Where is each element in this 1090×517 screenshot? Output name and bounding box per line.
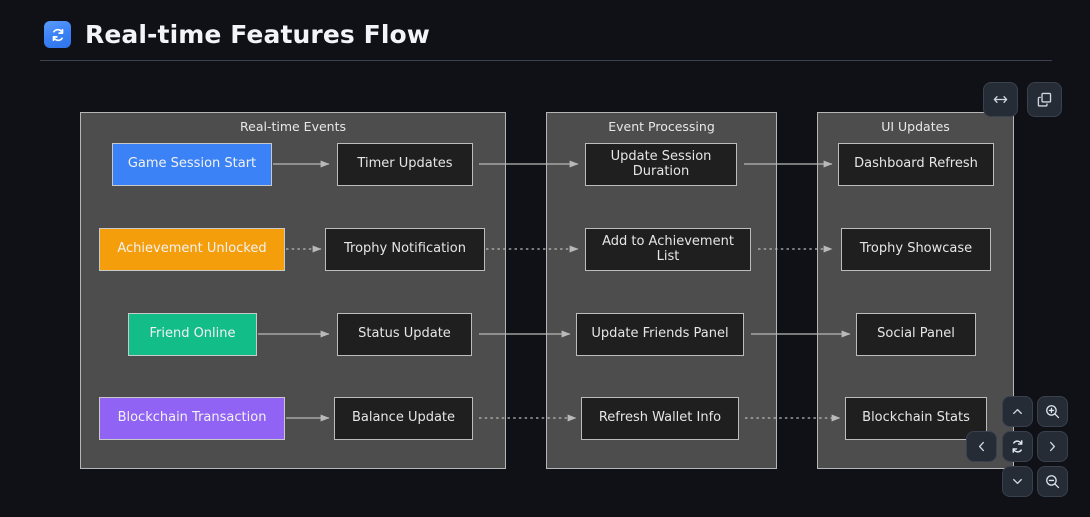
refresh-icon — [1012, 440, 1023, 453]
cluster-title: Event Processing — [608, 119, 715, 134]
zoom-in-button[interactable] — [1037, 396, 1068, 427]
node-label: Balance Update — [351, 410, 456, 426]
node-balance-update[interactable]: Balance Update — [334, 397, 473, 440]
node-game-session-start[interactable]: Game Session Start — [112, 143, 272, 186]
node-label: Trophy Notification — [344, 241, 466, 257]
magnifier-minus-icon — [1046, 475, 1060, 489]
node-achievement-unlocked[interactable]: Achievement Unlocked — [99, 228, 285, 271]
node-label: Update Session Duration — [610, 148, 712, 179]
node-label: Status Update — [358, 326, 451, 342]
node-dashboard-refresh[interactable]: Dashboard Refresh — [838, 143, 994, 186]
node-label: Social Panel — [877, 326, 955, 342]
page-title: Real-time Features Flow — [85, 20, 430, 49]
node-social-panel[interactable]: Social Panel — [856, 313, 976, 356]
node-friend-online[interactable]: Friend Online — [128, 313, 257, 356]
node-label: Trophy Showcase — [859, 241, 973, 257]
node-label: Timer Updates — [357, 156, 453, 172]
node-refresh-wallet-info[interactable]: Refresh Wallet Info — [581, 397, 739, 440]
node-label: Blockchain Transaction — [117, 410, 267, 426]
copy-button[interactable] — [1027, 82, 1062, 117]
pan-left-button[interactable] — [966, 431, 997, 462]
copy-icon — [1037, 92, 1052, 107]
node-label: Game Session Start — [127, 156, 257, 172]
flowchart: Real-time Events Event Processing UI Upd… — [0, 64, 1090, 517]
diagram-canvas[interactable]: Real-time Events Event Processing UI Upd… — [0, 64, 1090, 517]
pan-down-button[interactable] — [1002, 466, 1033, 497]
node-label: Update Friends Panel — [591, 326, 729, 342]
diagram-navigation-pad — [964, 396, 1072, 506]
node-update-friends-panel[interactable]: Update Friends Panel — [576, 313, 744, 356]
magnifier-plus-icon — [1046, 405, 1060, 419]
sync-refresh-icon — [44, 21, 71, 48]
node-trophy-notification[interactable]: Trophy Notification — [325, 228, 485, 271]
node-blockchain-stats[interactable]: Blockchain Stats — [845, 397, 987, 440]
chevron-right-icon — [1049, 441, 1056, 452]
node-label: Blockchain Stats — [862, 410, 970, 426]
node-blockchain-transaction[interactable]: Blockchain Transaction — [99, 397, 285, 440]
chevron-left-icon — [978, 441, 985, 452]
fit-width-button[interactable] — [983, 82, 1018, 117]
pan-right-button[interactable] — [1037, 431, 1068, 462]
cluster-title: Real-time Events — [240, 119, 346, 134]
page-header: Real-time Features Flow — [0, 0, 1090, 64]
diagram-toolbar — [983, 82, 1062, 117]
node-timer-updates[interactable]: Timer Updates — [337, 143, 473, 186]
chevron-up-icon — [1013, 408, 1022, 415]
reset-view-button[interactable] — [1002, 431, 1033, 462]
node-status-update[interactable]: Status Update — [337, 313, 472, 356]
node-add-to-achievement-list[interactable]: Add to Achievement List — [585, 228, 751, 271]
header-divider — [40, 60, 1052, 61]
node-label: Achievement Unlocked — [117, 241, 267, 257]
horizontal-resize-icon — [993, 95, 1008, 104]
node-label: Refresh Wallet Info — [598, 410, 722, 426]
node-label: Add to Achievement List — [602, 233, 734, 264]
pan-up-button[interactable] — [1002, 396, 1033, 427]
header-title-group: Real-time Features Flow — [44, 20, 430, 49]
chevron-down-icon — [1013, 478, 1022, 485]
node-label: Friend Online — [149, 326, 236, 342]
node-label: Dashboard Refresh — [854, 156, 978, 172]
node-trophy-showcase[interactable]: Trophy Showcase — [841, 228, 991, 271]
zoom-out-button[interactable] — [1037, 466, 1068, 497]
node-update-session-duration[interactable]: Update Session Duration — [585, 143, 737, 186]
cluster-title: UI Updates — [881, 119, 950, 134]
